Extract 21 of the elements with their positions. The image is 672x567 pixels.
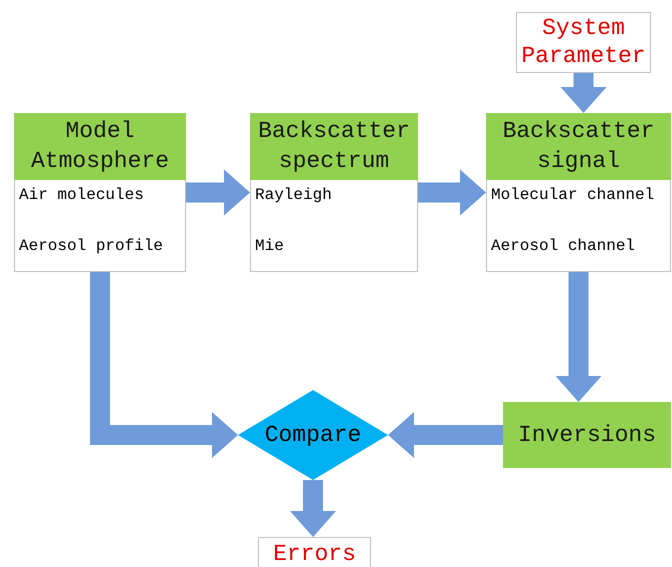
- decision-label: Compare: [264, 422, 362, 448]
- output-box: System Parameter: [516, 12, 651, 73]
- box-header: Backscatter signal: [486, 113, 671, 180]
- output-box: Errors: [258, 537, 371, 567]
- box-header: Backscatter spectrum: [250, 113, 418, 180]
- box-header: Model Atmosphere: [14, 113, 186, 180]
- list-item: Mie: [255, 237, 284, 255]
- list-item: Aerosol profile: [19, 237, 164, 255]
- list-item: Air molecules: [19, 186, 144, 204]
- decision-diamond: [238, 390, 388, 480]
- block-arrow: [90, 272, 238, 458]
- block-arrow: [388, 412, 503, 458]
- block-arrow: [418, 170, 486, 216]
- list-item: Rayleigh: [255, 186, 332, 204]
- block-arrow: [560, 73, 606, 113]
- block-arrow: [290, 480, 336, 537]
- block-arrow: [186, 170, 250, 216]
- block-arrow: [556, 272, 602, 402]
- list-item: Aerosol channel: [491, 237, 636, 255]
- process-box: Inversions: [503, 402, 671, 468]
- list-item: Molecular channel: [491, 186, 654, 204]
